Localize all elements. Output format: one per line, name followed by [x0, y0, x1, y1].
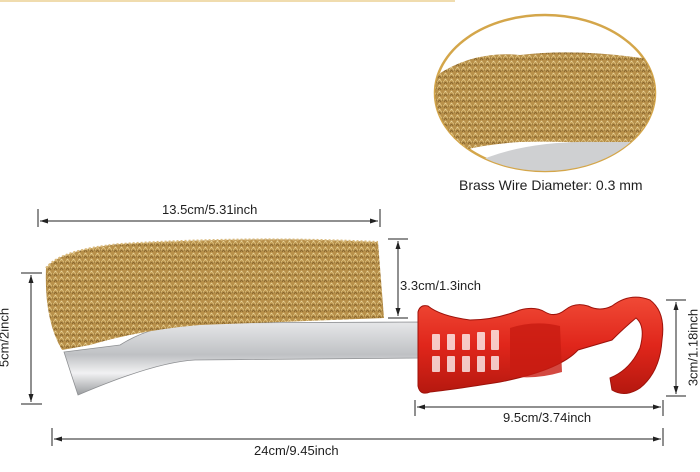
handle-height-label: 3cm/1.18inch: [685, 308, 700, 387]
dimension-arrowheads: [28, 218, 679, 442]
brass-bristle-block: [45, 238, 385, 350]
dimension-lines: [21, 209, 686, 446]
bristle-height-label: 3.3cm/1.3inch: [400, 278, 481, 293]
top-border-line: [0, 0, 455, 2]
red-plastic-handle: [417, 296, 664, 394]
bristle-length-label: 13.5cm/5.31inch: [162, 202, 258, 217]
total-length-label: 24cm/9.45inch: [254, 443, 339, 458]
handle-length-label: 9.5cm/3.74inch: [503, 410, 592, 425]
steel-shaft: [63, 321, 421, 396]
wire-diameter-caption: Brass Wire Diameter: 0.3 mm: [459, 177, 643, 193]
inset-magnified-bristles: [433, 13, 657, 173]
total-height-label: 5cm/2inch: [0, 307, 12, 368]
handle-grip-windows: [432, 330, 499, 372]
